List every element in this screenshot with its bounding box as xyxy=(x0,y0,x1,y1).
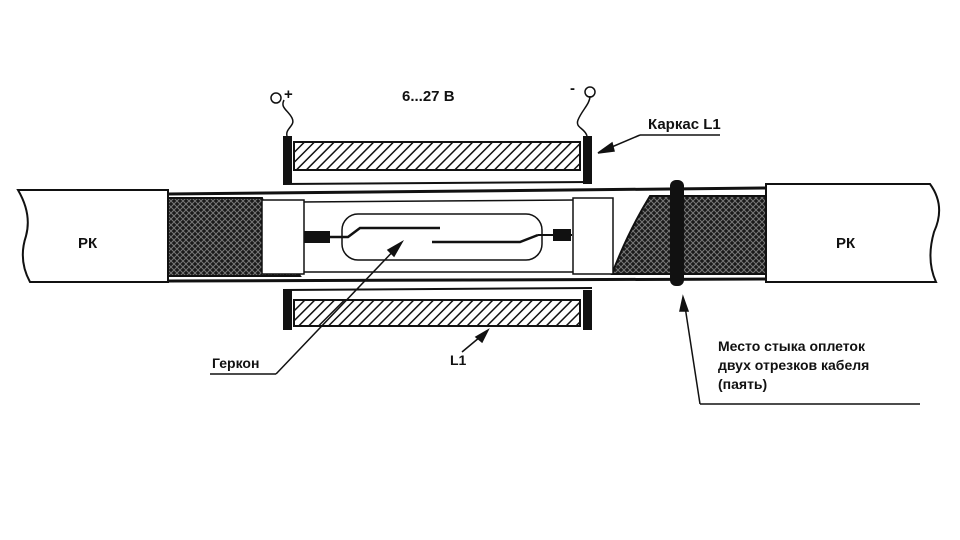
coil-label: L1 xyxy=(450,352,467,368)
coil-frame-top xyxy=(282,136,593,185)
minus-terminal-label: - xyxy=(570,80,575,97)
left-dielectric xyxy=(261,199,305,275)
coil-leads xyxy=(270,86,596,137)
left-cable xyxy=(16,189,169,283)
leader-lines xyxy=(210,134,920,405)
frame-label: Каркас L1 xyxy=(648,116,721,133)
joint-note: Место стыка оплеток двух отрезков кабеля… xyxy=(718,337,938,394)
right-dielectric xyxy=(572,197,614,275)
cable-left-label: РК xyxy=(78,235,98,252)
center-tube xyxy=(167,186,767,283)
right-braid xyxy=(610,195,767,275)
coil-frame-bottom xyxy=(282,287,593,330)
coil-winding-bottom xyxy=(293,299,581,327)
reed-switch xyxy=(304,213,572,261)
braid-joint-collar xyxy=(670,180,684,286)
voltage-label: 6...27 В xyxy=(402,88,455,105)
cable-right-label: РК xyxy=(836,235,856,252)
joint-note-line-2: двух отрезков кабеля xyxy=(718,357,870,373)
coil-winding-top xyxy=(293,141,581,171)
reed-switch-label: Геркон xyxy=(212,355,260,371)
joint-note-line-1: Место стыка оплеток xyxy=(718,338,865,354)
plus-terminal-label: + xyxy=(284,86,293,103)
joint-note-line-3: (паять) xyxy=(718,376,768,392)
right-cable xyxy=(765,183,941,283)
